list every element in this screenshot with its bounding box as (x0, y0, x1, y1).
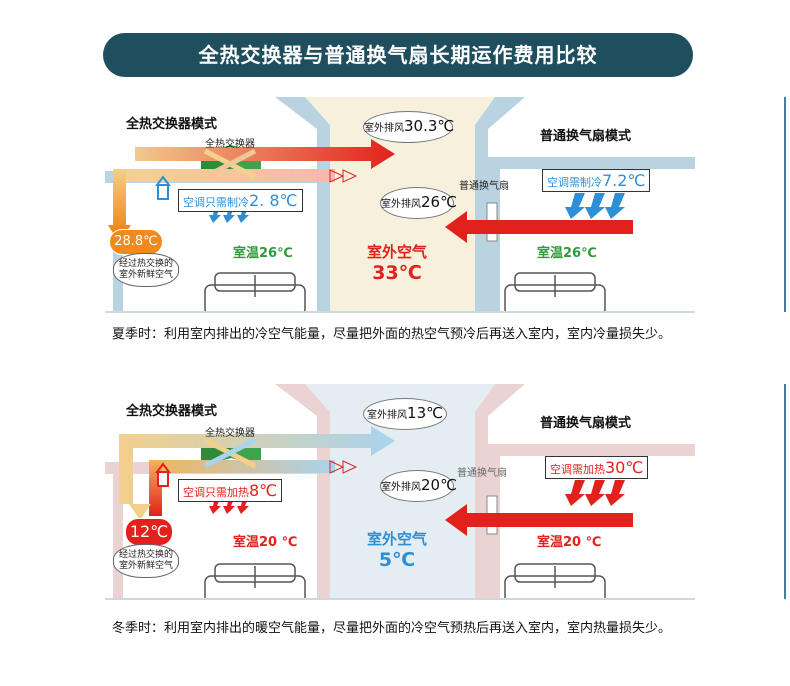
winter-diagram: 全热交换器模式 全热交换器 普通换气扇模式 普通换气扇 室外排风13℃ 室外排风… (105, 384, 695, 600)
fan-intake-arrow (445, 211, 633, 243)
intake-arrow (149, 460, 335, 473)
ac-left-value: 8℃ (249, 481, 278, 500)
fan-label: 普通换气扇 (459, 181, 509, 192)
ac-right-value: 30℃ (605, 458, 644, 477)
edge-accent (784, 97, 786, 312)
duct (275, 97, 330, 311)
mode-label-left: 全热交换器模式 (126, 404, 218, 419)
exchanger-label: 全热交换器 (205, 139, 255, 150)
mode-label-right: 普通换气扇模式 (540, 129, 632, 144)
fresh-air-note: 经过热交换的室外新鲜空气 (113, 253, 179, 287)
outdoor-air: 室外空气 5℃ (357, 528, 437, 571)
ac-left-prefix: 空调只需加热 (183, 486, 249, 499)
duct (113, 474, 123, 598)
ac-right-prefix: 空调需加热 (550, 463, 605, 476)
exhaust-prefix: 室外排风 (364, 123, 404, 134)
intake-arrow (123, 169, 335, 182)
winter-caption: 冬季时：利用室内排出的暖空气能量，尽量把外面的冷空气预热后再送入室内，室内热量损… (112, 621, 672, 636)
summer-diagram-graphics (105, 97, 695, 311)
room-temp-left: 室温20 ℃ (233, 535, 298, 550)
duct (275, 384, 330, 598)
exhaust-prefix: 室外排风 (367, 410, 408, 421)
ac-left-prefix: 空调只需制冷 (183, 196, 249, 209)
duct (488, 444, 695, 456)
outdoor-air: 室外空气 33℃ (357, 241, 437, 284)
exhaust-bubble: 室外排风30.3℃ (363, 111, 455, 143)
room-temp-right: 室温20 ℃ (537, 535, 602, 550)
duct (488, 157, 695, 169)
mode-label-right: 普通换气扇模式 (540, 416, 632, 431)
fan-exhaust-temp: 20℃ (421, 476, 457, 494)
duct (475, 97, 525, 311)
sofa-left (204, 272, 306, 311)
outdoor-air-label: 室外空气 (366, 530, 427, 548)
room-temp-left: 室温26℃ (233, 246, 293, 261)
sofa-right (504, 272, 606, 311)
exhaust-temp: 30.3℃ (404, 117, 455, 135)
fresh-air-note: 经过热交换的室外新鲜空气 (113, 544, 179, 578)
fan-exhaust-prefix: 室外排风 (381, 199, 421, 210)
fan-intake-arrow (445, 504, 633, 536)
ac-left-value: 2. 8℃ (249, 191, 298, 210)
supply-temp-badge: 28.8℃ (109, 229, 163, 255)
edge-accent (784, 384, 786, 599)
fan-exhaust-bubble: 室外排风26℃ (380, 187, 457, 219)
summer-diagram: 全热交换器模式 全热交换器 普通换气扇模式 普通换气扇 室外排风30.3℃ 室外… (105, 97, 695, 313)
page-title: 全热交换器与普通换气扇长期运作费用比较 (103, 33, 693, 77)
heat-air-arrows (209, 480, 625, 514)
ac-left-box: 空调只需制冷2. 8℃ (178, 189, 303, 212)
fan-exhaust-temp: 26℃ (421, 193, 457, 211)
exhaust-temp: 13℃ (407, 404, 443, 422)
exhaust-arrow (119, 426, 395, 504)
outdoor-air-temp: 5℃ (378, 549, 416, 571)
mode-label-left: 全热交换器模式 (126, 117, 218, 132)
ac-right-prefix: 空调需制冷 (547, 176, 602, 189)
fan-label: 普通换气扇 (457, 468, 507, 479)
duct (475, 384, 525, 598)
sofa-left (204, 563, 306, 598)
fan-exhaust-bubble: 室外排风20℃ (380, 470, 457, 502)
ac-left-box: 空调只需加热8℃ (178, 479, 283, 502)
supply-temp-badge: 12℃ (125, 518, 173, 546)
summer-caption: 夏季时：利用室内排出的冷空气能量，尽量把外面的热空气预冷后再送入室内，室内冷量损… (112, 327, 672, 342)
ac-right-box: 空调需加热30℃ (545, 456, 649, 479)
outdoor-air-label: 室外空气 (366, 243, 427, 261)
ac-right-value: 7.2℃ (602, 171, 646, 190)
outdoor-air-temp: 33℃ (372, 262, 422, 284)
exhaust-arrow (135, 139, 395, 169)
exchanger-label: 全热交换器 (205, 428, 255, 439)
room-temp-right: 室温26℃ (537, 246, 597, 261)
fan-exhaust-prefix: 室外排风 (381, 482, 421, 493)
ac-right-box: 空调需制冷7.2℃ (542, 169, 651, 192)
sofa-right (504, 563, 606, 598)
exhaust-bubble: 室外排风13℃ (363, 398, 447, 430)
